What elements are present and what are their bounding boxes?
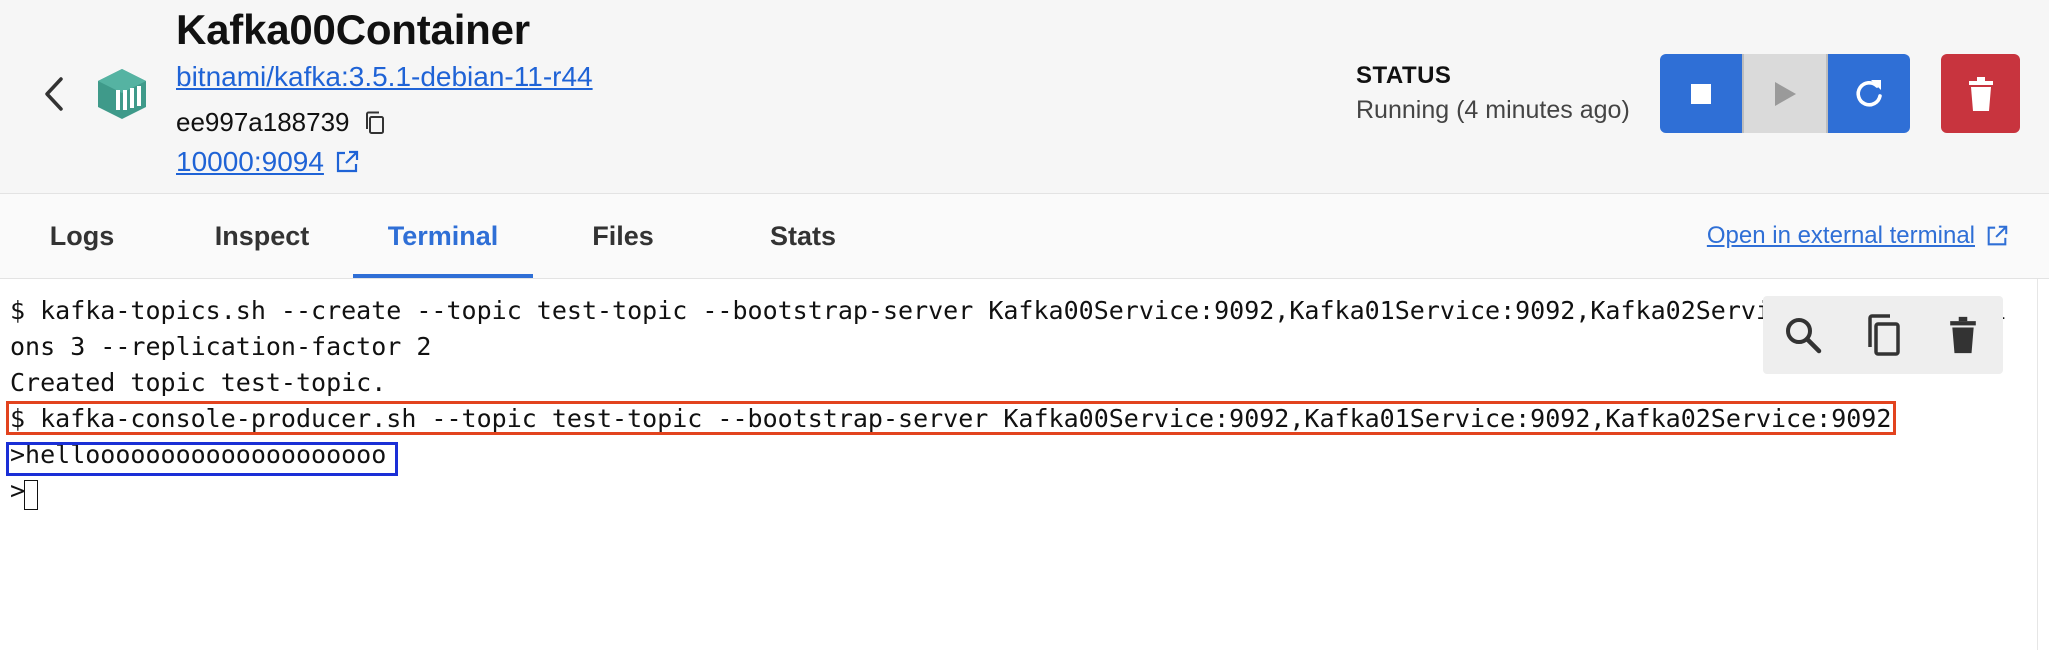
tab-stats[interactable]: Stats xyxy=(769,221,837,251)
open-external-terminal-link[interactable]: Open in external terminal xyxy=(1707,194,2009,278)
container-id-row: ee997a188739 xyxy=(176,107,388,138)
terminal-prompt: > xyxy=(10,476,26,505)
stop-button[interactable] xyxy=(1660,54,1742,133)
terminal-cursor xyxy=(24,480,38,510)
terminal-line: $ kafka-console-producer.sh --topic test… xyxy=(10,404,1892,433)
status-text: Running (4 minutes ago) xyxy=(1356,96,1630,124)
page-title: Kafka00Container xyxy=(176,6,530,53)
terminal-line: $ kafka-topics.sh --create --topic test-… xyxy=(10,296,1771,325)
container-icon xyxy=(98,69,146,119)
terminal-copy-button[interactable] xyxy=(1857,309,1909,361)
chevron-left-icon xyxy=(45,77,63,111)
play-icon xyxy=(1775,81,1796,106)
terminal-area[interactable]: $ kafka-topics.sh --create --topic test-… xyxy=(0,279,2038,650)
restart-button[interactable] xyxy=(1828,54,1910,133)
start-button[interactable] xyxy=(1742,54,1828,133)
external-link-icon xyxy=(1987,225,2008,246)
tab-files[interactable]: Files xyxy=(592,221,654,251)
trash-icon xyxy=(1968,76,1993,111)
tab-inspect[interactable]: Inspect xyxy=(214,221,310,251)
tab-logs[interactable]: Logs xyxy=(49,221,115,251)
restart-icon xyxy=(1856,79,1882,107)
highlight-box-blue xyxy=(6,442,398,476)
tab-terminal[interactable]: Terminal xyxy=(353,194,533,278)
external-link-icon xyxy=(336,150,359,173)
search-icon xyxy=(1786,318,1822,354)
delete-button[interactable] xyxy=(1941,54,2020,133)
trash-icon xyxy=(1950,316,1976,354)
port-label: 10000:9094 xyxy=(176,146,324,177)
terminal-line: Created topic test-topic. xyxy=(10,368,387,397)
copy-icon xyxy=(1868,314,1900,356)
image-link[interactable]: bitnami/kafka:3.5.1-debian-11-r44 xyxy=(176,61,593,92)
container-header: Kafka00Container bitnami/kafka:3.5.1-deb… xyxy=(0,0,2049,194)
terminal-search-button[interactable] xyxy=(1777,309,1829,361)
container-id: ee997a188739 xyxy=(176,107,350,137)
open-external-terminal-label: Open in external terminal xyxy=(1706,222,1975,249)
tab-bar: Logs Inspect Terminal Files Stats xyxy=(0,194,2049,279)
terminal-line: ons 3 --replication-factor 2 xyxy=(10,332,432,361)
stop-icon xyxy=(1691,83,1711,104)
terminal-toolbar xyxy=(1763,296,2003,374)
status-label: STATUS xyxy=(1356,62,1452,89)
terminal-clear-button[interactable] xyxy=(1937,309,1989,361)
back-button[interactable] xyxy=(36,74,72,114)
container-controls xyxy=(1660,54,1910,133)
copy-icon[interactable] xyxy=(362,110,388,136)
port-link[interactable]: 10000:9094 xyxy=(176,146,360,178)
highlight-box-red xyxy=(6,401,1896,435)
